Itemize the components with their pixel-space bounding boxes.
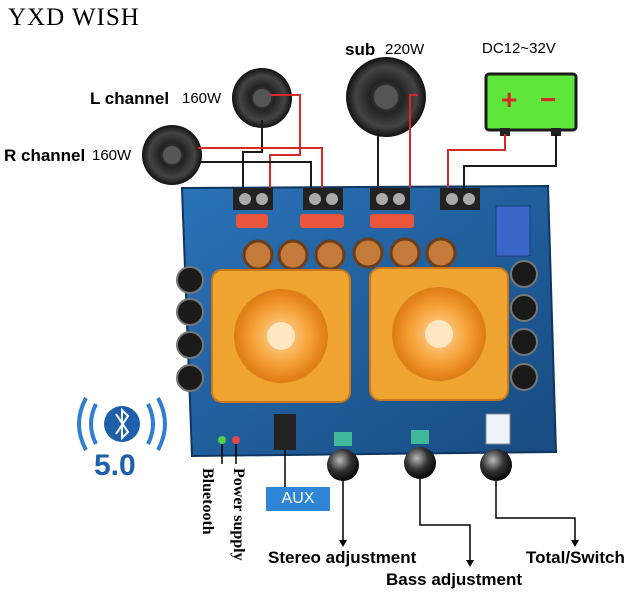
inductor-coils [242, 237, 457, 271]
speaker-r-icon [142, 125, 202, 185]
relay [495, 205, 531, 257]
stereo-knob[interactable] [327, 432, 359, 481]
bass-knob[interactable] [404, 430, 436, 479]
power-led [232, 436, 240, 444]
speaker-l-icon [232, 68, 292, 128]
r-channel-label: R channel [4, 146, 86, 165]
bluetooth-label: Bluetooth [199, 468, 216, 535]
brand-title: YXD WISH [8, 4, 140, 31]
bluetooth-version: 5.0 [94, 449, 136, 482]
total-switch-knob[interactable] [480, 449, 512, 481]
battery-icon [484, 72, 578, 136]
heatsink-right [369, 267, 509, 401]
dc-voltage-label: DC12~32V [482, 40, 556, 57]
bluetooth-icon [77, 397, 167, 451]
battery-plus: + [501, 84, 518, 115]
bluetooth-led [218, 436, 226, 444]
electrolytic-capacitors [176, 260, 538, 392]
power-supply-label: Power supply [230, 468, 247, 561]
film-capacitors [236, 214, 414, 228]
aux-label: AUX [266, 487, 330, 511]
l-channel-power: 160W [182, 90, 222, 107]
terminal-blocks [233, 188, 480, 210]
battery-minus: − [540, 84, 557, 115]
switch-block [485, 413, 511, 445]
bass-adjustment-label: Bass adjustment [386, 570, 523, 589]
heatsink-left [211, 269, 351, 403]
l-channel-label: L channel [90, 89, 170, 108]
callout-lines [221, 444, 576, 560]
speaker-wires [198, 94, 557, 188]
speaker-sub-icon [346, 57, 426, 137]
callout-arrows [339, 540, 579, 567]
stereo-adjustment-label: Stereo adjustment [268, 548, 417, 567]
total-switch-label: Total/Switch [526, 548, 625, 567]
sub-label: sub [345, 40, 376, 59]
r-channel-power: 160W [92, 147, 132, 164]
sub-power: 220W [385, 41, 425, 58]
aux-jack [274, 414, 296, 450]
